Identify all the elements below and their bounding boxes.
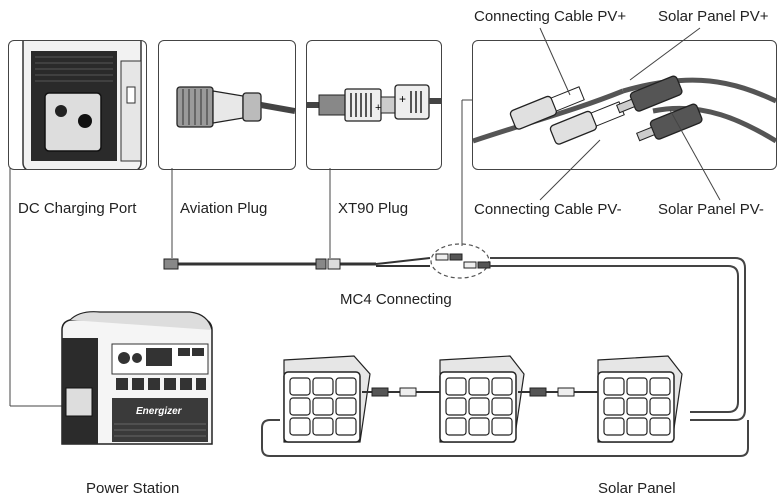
dc-charging-port-label: DC Charging Port (18, 200, 137, 217)
main-cable (172, 257, 431, 267)
aviation-plug-label: Aviation Plug (180, 200, 268, 217)
dc-charging-port-illustration (22, 41, 142, 169)
xt90-plug-small-right (327, 258, 341, 270)
mc4-small-connectors (435, 253, 491, 269)
solar-panel-illustrations (283, 355, 683, 443)
solar-panel-label: Solar Panel (598, 480, 676, 497)
panel-pv-minus-leader (669, 109, 721, 201)
power-station-illustration (61, 311, 213, 445)
brand-logo: Energizer (136, 406, 182, 417)
aviation-plug-small (163, 258, 179, 270)
solar-panel-1 (283, 355, 371, 443)
solar-panel-3 (597, 355, 683, 443)
panel-cable-loop (261, 257, 749, 457)
solar-panel-pv-minus-label: Solar Panel PV- (658, 201, 764, 218)
power-station-label: Power Station (86, 480, 180, 497)
xt90-plug-detail-panel: + + (306, 40, 442, 170)
svg-text:+: + (399, 92, 406, 106)
solar-panel-pv-plus-label: Solar Panel PV+ (658, 8, 769, 25)
mc4-highlight-ellipse (430, 243, 490, 279)
solar-panel-2 (439, 355, 525, 443)
aviation-plug-detail-panel (158, 40, 296, 170)
mc4-connectors-illustration (473, 75, 776, 145)
pv-minus-cable-leader (539, 139, 601, 201)
panel-pv-plus-leader (629, 27, 701, 81)
dc-port-detail-panel (8, 40, 147, 170)
mc4-connecting-label: MC4 Connecting (340, 291, 452, 308)
xt90-plug-label: XT90 Plug (338, 200, 409, 217)
connecting-cable-pv-minus-label: Connecting Cable PV- (474, 201, 622, 218)
panel-links (362, 387, 598, 397)
aviation-plug-illustration (176, 86, 295, 128)
pv-plus-cable-leader (539, 27, 571, 96)
connecting-cable-pv-plus-label: Connecting Cable PV+ (474, 8, 627, 25)
xt90-plug-illustration: + + (307, 84, 441, 122)
mc4-detail-panel (472, 40, 777, 170)
svg-text:+: + (375, 102, 381, 114)
xt90-plug-small-left (315, 258, 327, 270)
